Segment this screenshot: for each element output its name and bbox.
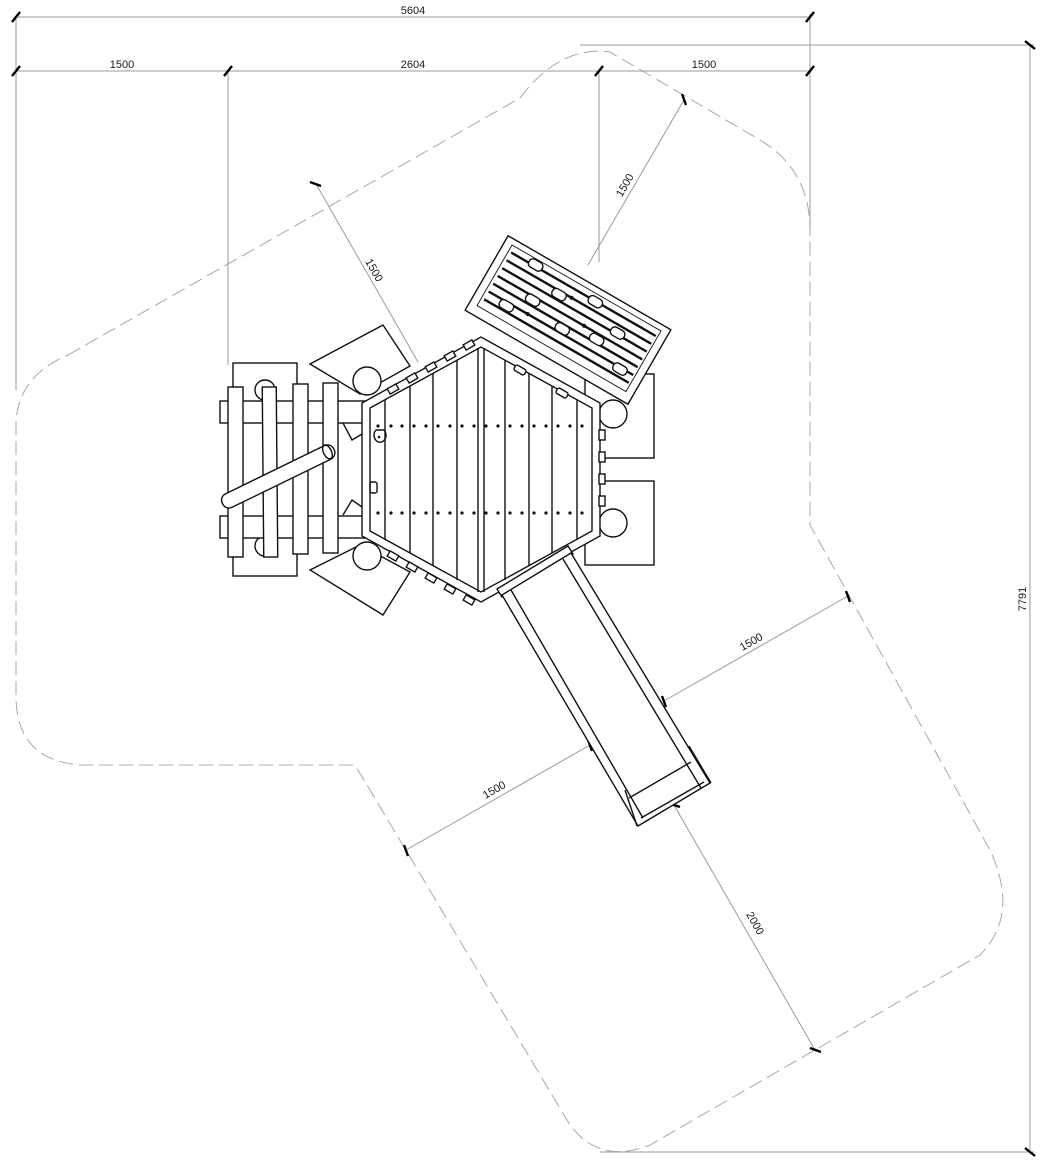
dim-slide-exit-label: 2000: [743, 910, 766, 937]
ladder-with-handrail: [219, 362, 366, 577]
dim-top-middle-label: 2604: [401, 59, 425, 71]
dimension-overall-height: 7791: [580, 40, 1036, 1157]
dimension-slide-right-clearance: 1500: [660, 590, 852, 708]
dim-slide-left-label: 1500: [481, 779, 508, 802]
bolt-row-top: [376, 424, 584, 428]
dimension-top-segments: 1500 2604 1500: [11, 59, 815, 365]
hexagonal-platform: [361, 336, 606, 607]
dimension-climbing-wall-clearance: 1500: [587, 93, 688, 266]
dim-overall-width-label: 5604: [401, 5, 425, 17]
climbing-wall: [464, 234, 672, 406]
dimension-slide-exit-clearance: 2000: [667, 801, 822, 1054]
dim-slide-right-label: 1500: [738, 631, 765, 654]
dim-climbing-wall-label: 1500: [614, 172, 637, 199]
dimension-overall-width: 5604: [11, 5, 815, 390]
slide: [496, 545, 712, 827]
safety-zone-outline: [15, 50, 1004, 1153]
dim-top-left-label: 1500: [110, 59, 134, 71]
bolt-row-bottom: [376, 511, 584, 515]
dimension-slide-left-clearance: 1500: [402, 739, 594, 857]
dim-top-right-label: 1500: [692, 59, 716, 71]
dim-overall-height-label: 7791: [1017, 587, 1029, 611]
